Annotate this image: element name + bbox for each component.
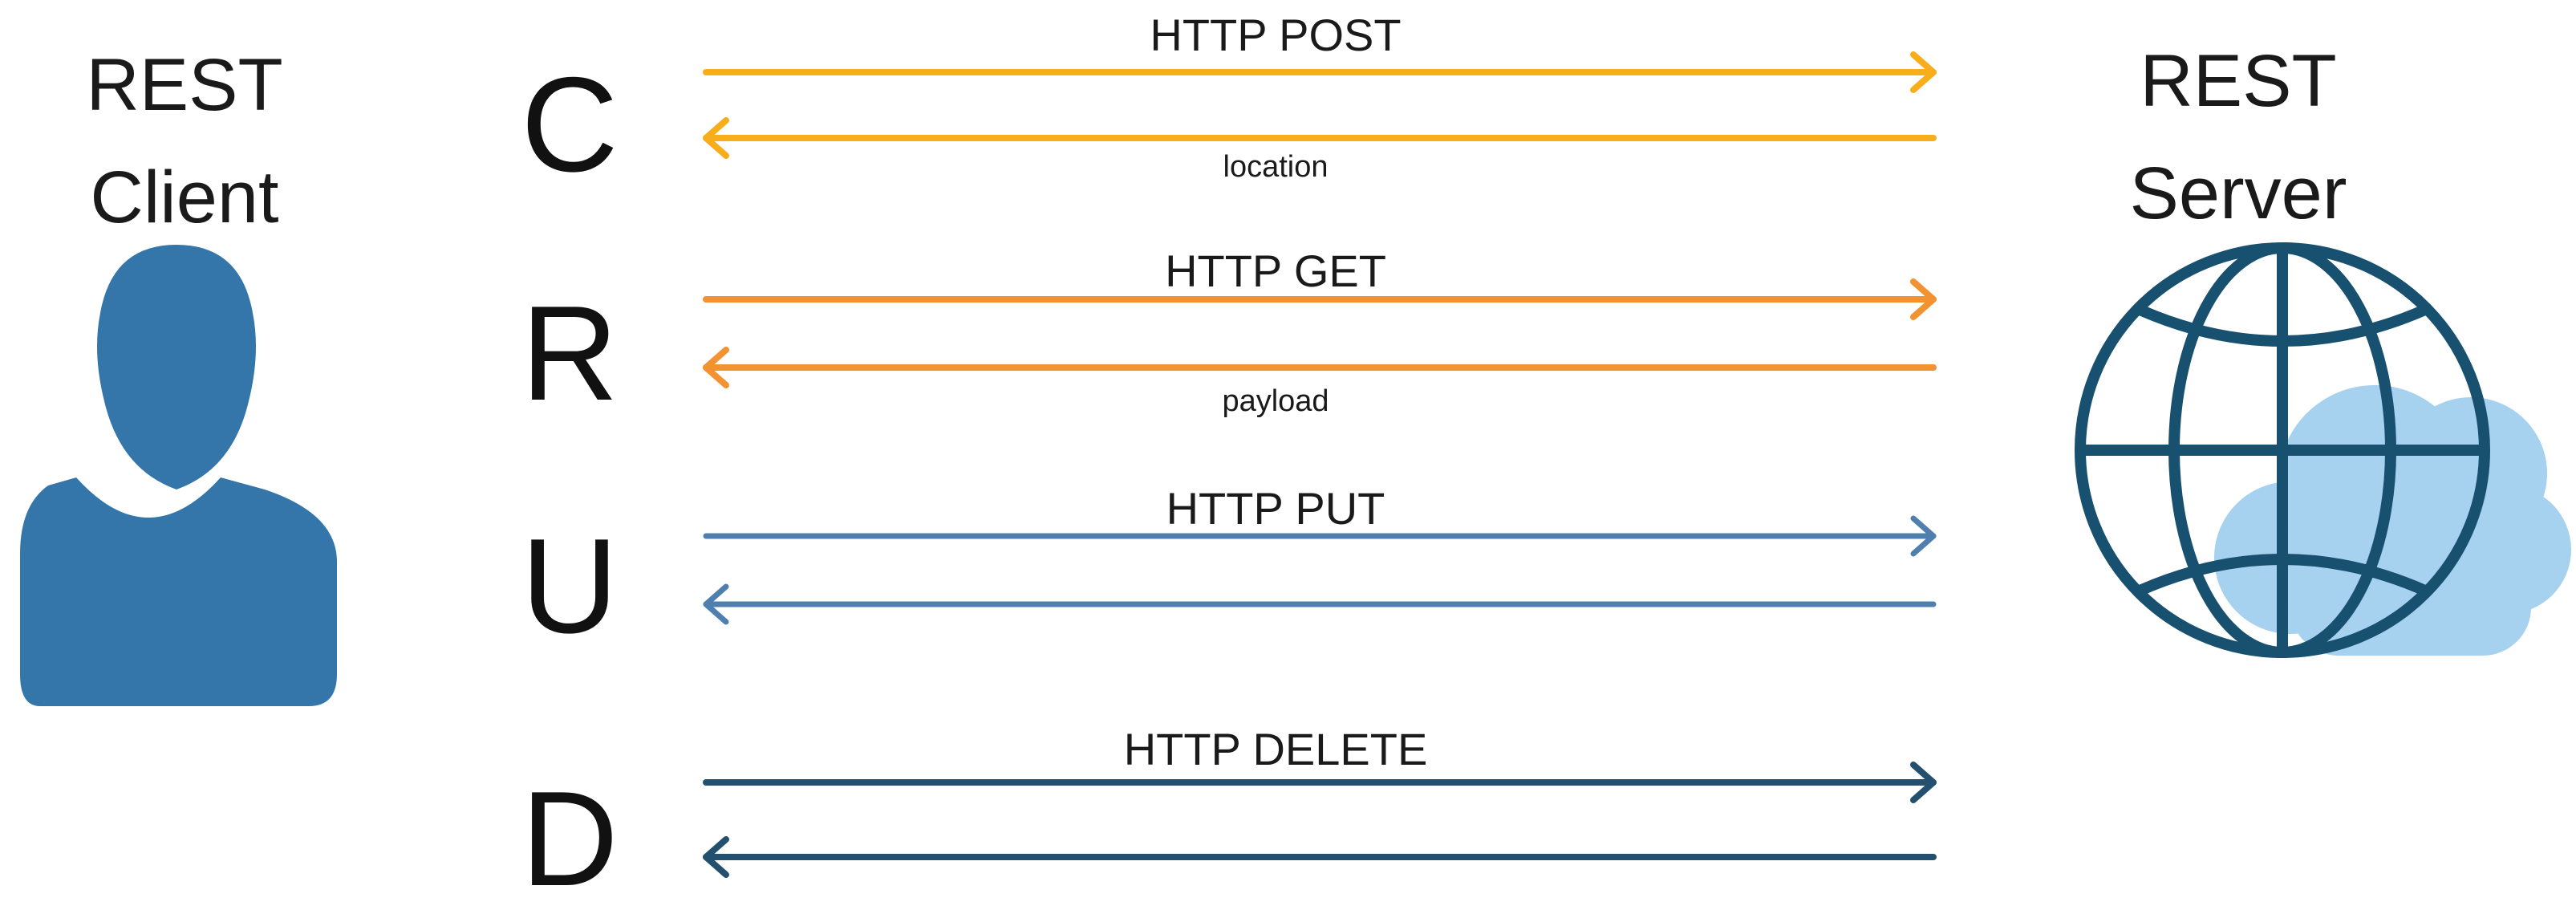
server-label-line2: Server <box>2129 152 2347 234</box>
arrow-response-create-head <box>703 117 729 159</box>
arrow-request-update-head <box>1910 515 1937 557</box>
read-arrows <box>703 278 1937 388</box>
user-icon-head <box>97 245 256 489</box>
arrow-request-create-head <box>1910 51 1937 93</box>
crud-letter-u: U <box>521 510 619 661</box>
user-icon <box>20 245 337 706</box>
delete-arrows <box>703 762 1937 878</box>
crud-letter-c: C <box>521 49 619 200</box>
cloud-icon <box>2214 385 2571 656</box>
client-label-line1: REST <box>86 44 283 126</box>
globe-icon <box>2075 242 2490 658</box>
arrow-response-delete-head <box>703 836 729 878</box>
method-label-put: HTTP PUT <box>1166 483 1385 534</box>
create-arrows <box>703 51 1937 159</box>
method-label-get: HTTP GET <box>1165 246 1386 296</box>
method-label-post: HTTP POST <box>1150 10 1402 60</box>
crud-letter-d: D <box>521 763 619 914</box>
response-label-create: location <box>1223 150 1329 184</box>
arrow-response-read-head <box>703 347 729 388</box>
arrow-response-update-head <box>703 583 729 625</box>
globe-cloud-icon <box>2075 242 2571 658</box>
update-arrows <box>703 515 1937 625</box>
server-label-line1: REST <box>2140 40 2337 122</box>
method-label-delete: HTTP DELETE <box>1123 724 1428 774</box>
arrow-request-delete-head <box>1910 762 1937 803</box>
crud-letter-r: R <box>521 278 619 429</box>
response-label-read: payload <box>1222 384 1329 418</box>
arrow-request-read-head <box>1910 278 1937 320</box>
client-label-line2: Client <box>90 156 279 238</box>
user-icon-body <box>20 477 337 706</box>
